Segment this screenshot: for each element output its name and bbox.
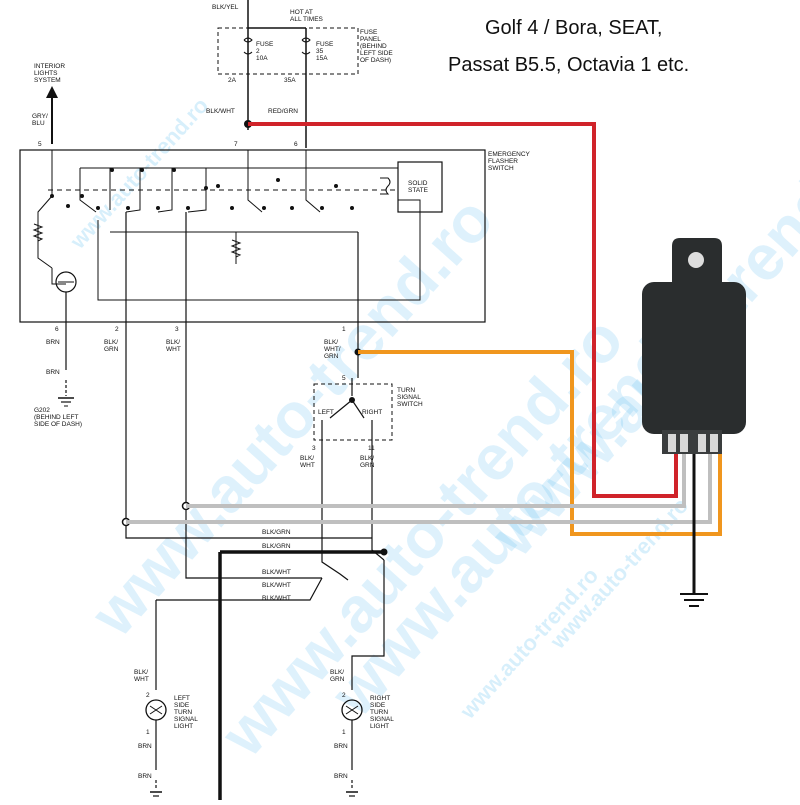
- label-blk-grn-a: BLK/GRN: [104, 339, 119, 353]
- left-turn-signal-light: [145, 699, 167, 797]
- label-brn-l2: BRN: [138, 773, 152, 780]
- fuse-panel: [217, 0, 359, 148]
- label-pin-11c: 11: [368, 445, 375, 452]
- label-blk-wht-l: BLK/WHT: [134, 669, 149, 683]
- label-pin-2b: 2: [115, 326, 119, 333]
- label-right: RIGHT: [362, 409, 382, 416]
- label-pin-1b: 1: [342, 326, 346, 333]
- gray-wire-2: [126, 452, 712, 524]
- label-pin-5: 5: [38, 141, 42, 148]
- label-blk-wht-a: BLK/WHT: [166, 339, 181, 353]
- label-pin-5c: 5: [342, 375, 346, 382]
- label-blk-wht-top: BLK/WHT: [206, 108, 235, 115]
- label-bus-1: BLK/GRN: [262, 529, 291, 536]
- label-pin-1-r: 1: [342, 729, 346, 736]
- label-blk-wht-b: BLK/WHT: [300, 455, 315, 469]
- label-pin-6b: 6: [55, 326, 59, 333]
- label-pin-3b: 3: [175, 326, 179, 333]
- label-pin-1-l: 1: [146, 729, 150, 736]
- label-blk-grn-r: BLK/GRN: [330, 669, 345, 683]
- title-line-2: Passat B5.5, Octavia 1 etc.: [448, 54, 689, 76]
- watermark-5: www.auto-trend.ro: [64, 93, 213, 254]
- switch-dots: [50, 168, 354, 210]
- label-blk-wht-grn: BLK/WHT/GRN: [324, 339, 341, 360]
- label-pin-7: 7: [234, 141, 238, 148]
- label-pin-2a: 2A: [228, 77, 237, 84]
- label-brn-r2: BRN: [334, 773, 348, 780]
- ground-left: [58, 330, 74, 407]
- red-wire: [248, 122, 678, 498]
- turn-signal-switch: [313, 378, 393, 448]
- relay-ground-symbol: [680, 593, 708, 607]
- label-bus-4: BLK/WHT: [262, 582, 291, 589]
- gray-wire-1: [186, 452, 686, 508]
- label-bus-3: BLK/WHT: [262, 569, 291, 576]
- emergency-flasher-switch: [19, 149, 486, 330]
- label-brn-2: BRN: [46, 369, 60, 376]
- label-top-wire: BLK/YEL: [212, 4, 239, 11]
- label-left: LEFT: [318, 409, 334, 416]
- label-pin-2-l: 2: [146, 692, 150, 699]
- label-gry-blu: GRY/BLU: [32, 113, 48, 127]
- label-bus-5: BLK/WHT: [262, 595, 291, 602]
- label-pin-3c: 3: [312, 445, 316, 452]
- label-blk-grn-b: BLK/GRN: [360, 455, 375, 469]
- label-bus-2: BLK/GRN: [262, 543, 291, 550]
- title-line-1: Golf 4 / Bora, SEAT,: [485, 17, 662, 39]
- orange-wire: [358, 350, 722, 536]
- label-pin-35a: 35A: [284, 77, 296, 84]
- black-wires: [125, 330, 385, 800]
- label-brn-l1: BRN: [138, 743, 152, 750]
- label-brn-1: BRN: [46, 339, 60, 346]
- label-red-grn: RED/GRN: [268, 108, 298, 115]
- interior-lights-arrow: [46, 86, 58, 144]
- label-brn-r1: BRN: [334, 743, 348, 750]
- label-pin-2-r: 2: [342, 692, 346, 699]
- flasher-relay: [642, 238, 746, 454]
- right-turn-signal-light: [341, 699, 363, 797]
- label-pin-6: 6: [294, 141, 298, 148]
